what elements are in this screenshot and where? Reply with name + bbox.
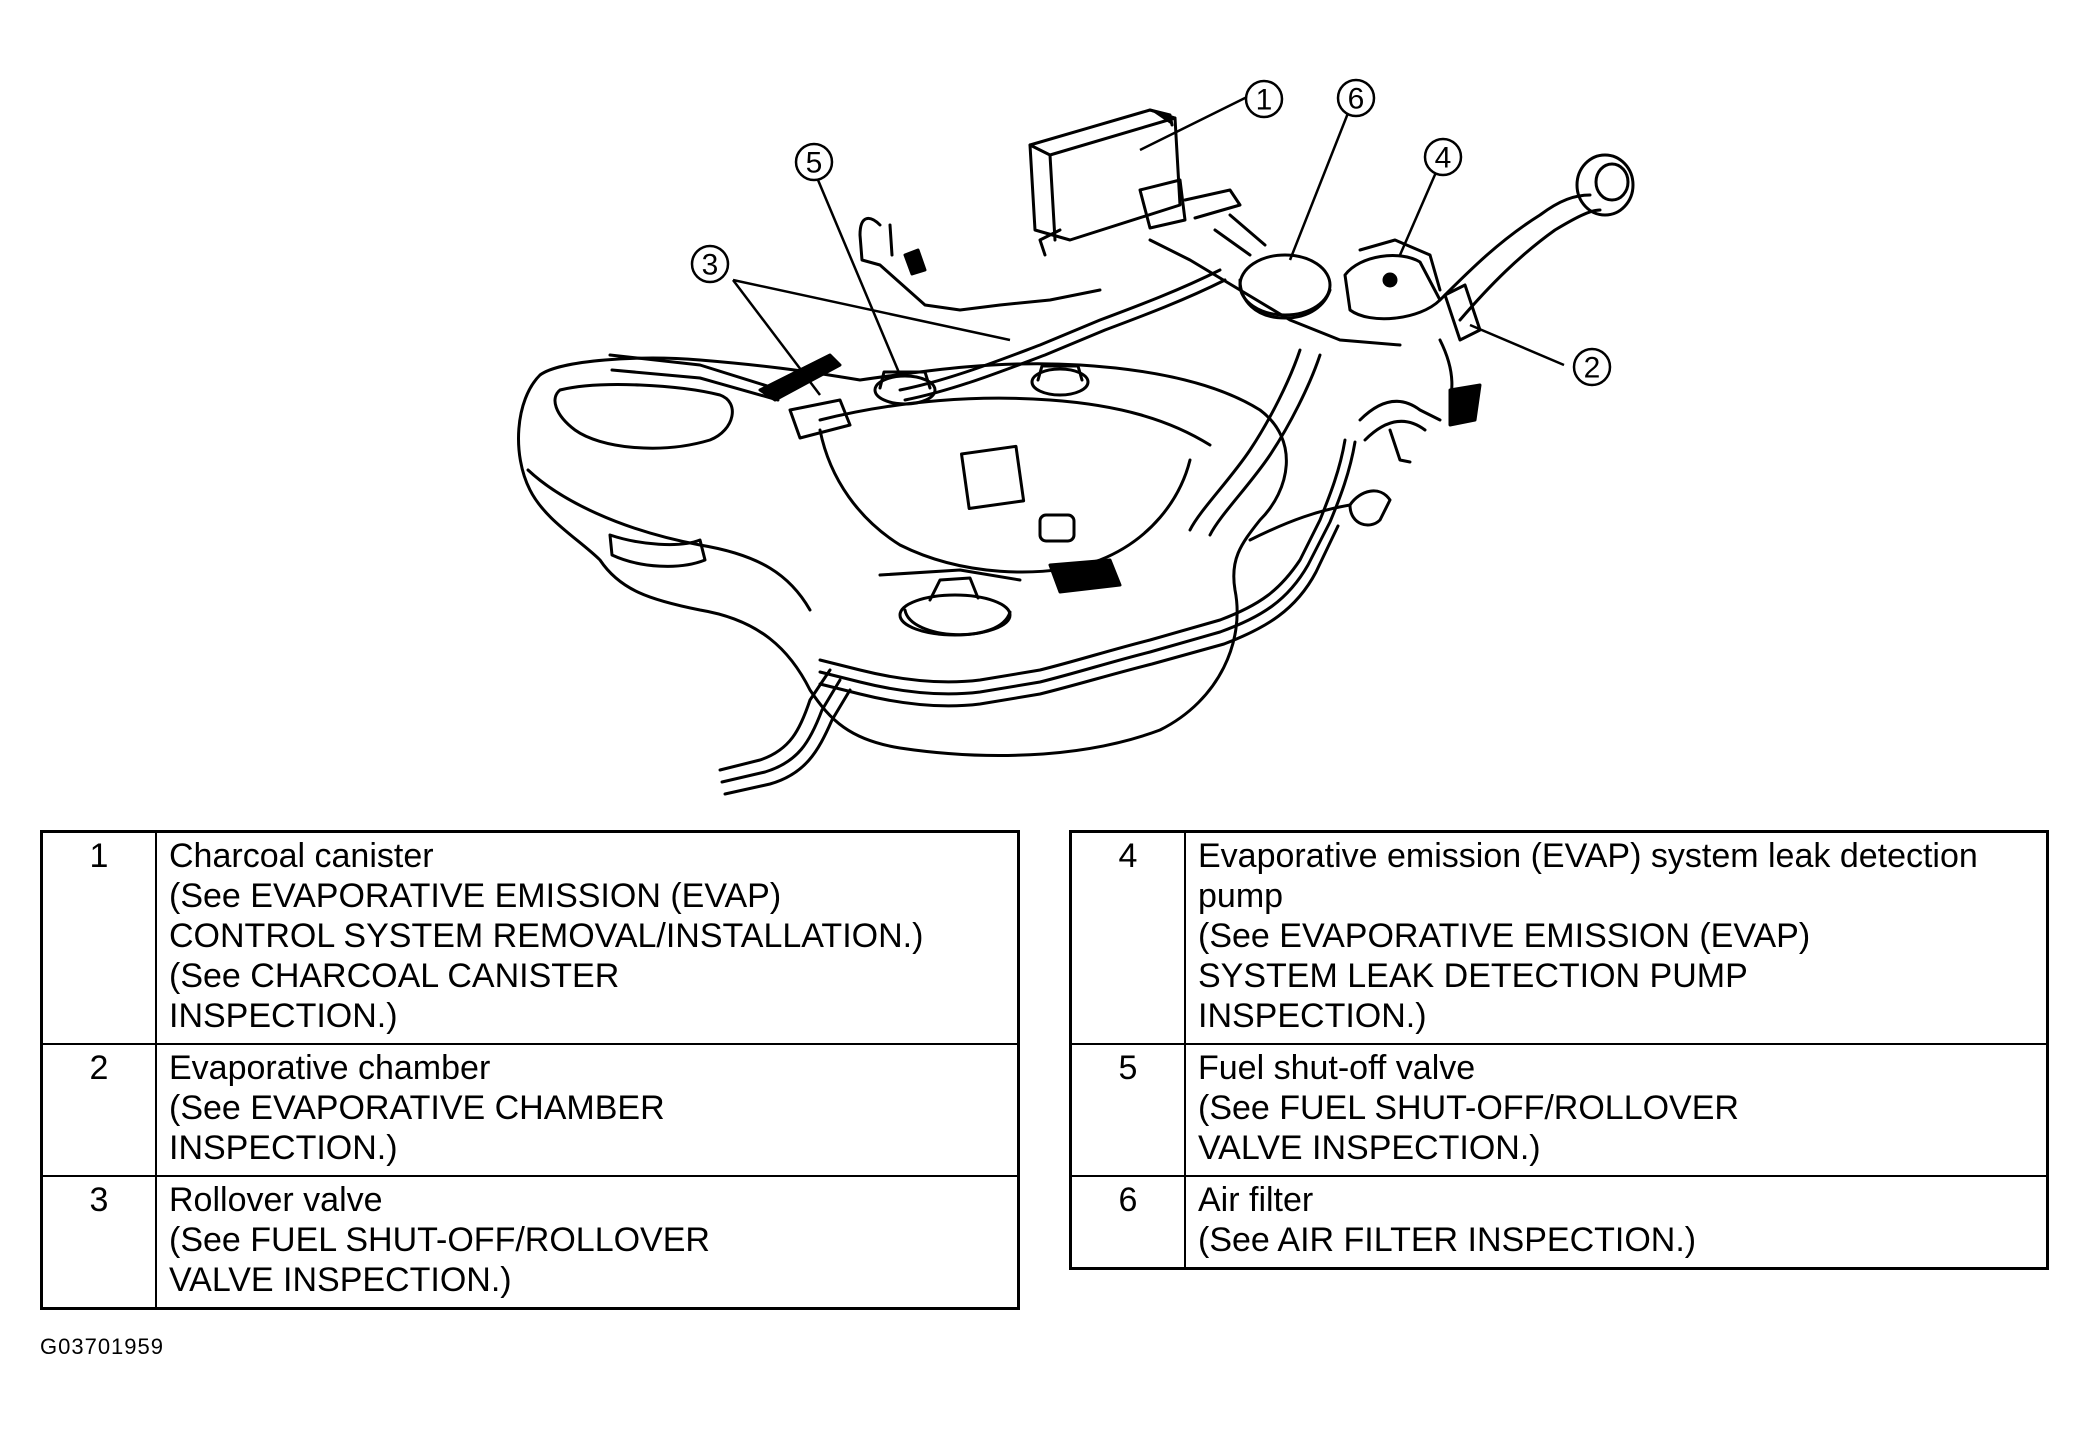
hose-to-filler-lower [1438, 338, 1454, 402]
tank-access-plate [960, 444, 1026, 510]
leader-line-3a [732, 279, 821, 396]
legend-number: 4 [1069, 830, 1186, 1045]
fuel-tank-lower-edge [526, 468, 812, 612]
vent-hose-right [1248, 503, 1352, 542]
legend-desc-line: (See FUEL SHUT-OFF/ROLLOVER [169, 1221, 710, 1259]
filler-cap [1575, 153, 1635, 217]
tank-valve-boss [1030, 367, 1090, 397]
fuel-tank-step [608, 533, 707, 568]
legend-desc-line: (See CHARCOAL CANISTER [169, 957, 620, 995]
legend-number: 3 [40, 1175, 157, 1310]
legend-description: Rollover valve (See FUEL SHUT-OFF/ROLLOV… [155, 1175, 1020, 1310]
legend-description: Evaporative emission (EVAP) system leak … [1184, 830, 2049, 1045]
figure-id-label: G03701959 [40, 1334, 164, 1359]
hose-loop-top-left [858, 217, 1102, 312]
hose-bend-lower [1358, 399, 1442, 422]
callout-circle-2 [1572, 347, 1612, 387]
canister-ports [1138, 178, 1187, 230]
leader-line-4 [1398, 169, 1439, 256]
legend-desc-line: INSPECTION.) [1198, 997, 1427, 1035]
filler-neck [1438, 193, 1592, 302]
callout-circle-6 [1336, 78, 1376, 118]
legend-desc-line: Fuel shut-off valve [1198, 1049, 1476, 1087]
callout-label-6: 6 [1348, 83, 1365, 116]
legend-desc-line: Rollover valve [169, 1181, 383, 1219]
fuel-line-bundle [818, 438, 1347, 684]
legend-table-left: 1 Charcoal canister (See EVAPORATIVE EMI… [40, 830, 1020, 1310]
fuel-tank-outline [517, 356, 1288, 757]
canister-to-pump-line [1148, 238, 1402, 347]
legend-desc-line: Evaporative emission (EVAP) system leak … [1198, 837, 1978, 875]
legend-desc-line: (See EVAPORATIVE EMISSION (EVAP) [169, 877, 782, 915]
callout-circle-1 [1244, 79, 1284, 119]
vent-line-left [608, 353, 782, 392]
legend-number: 6 [1069, 1175, 1186, 1270]
legend-description: Fuel shut-off valve (See FUEL SHUT-OFF/R… [1184, 1043, 2049, 1177]
callout-label-1: 1 [1256, 84, 1273, 117]
rollover-valve-bracket [758, 353, 842, 402]
legend-description: Evaporative chamber (See EVAPORATIVE CHA… [155, 1043, 1020, 1177]
legend-row: 3 Rollover valve (See FUEL SHUT-OFF/ROLL… [40, 1175, 1020, 1310]
legend-description: Air filter (See AIR FILTER INSPECTION.) [1184, 1175, 2049, 1270]
leader-line-5 [816, 179, 902, 376]
rollover-valve [788, 398, 852, 440]
legend-desc-line: VALVE INSPECTION.) [1198, 1129, 1541, 1167]
callout-circle-3 [690, 244, 730, 284]
legend-row: 5 Fuel shut-off valve (See FUEL SHUT-OFF… [1069, 1043, 2049, 1177]
air-filter [1238, 253, 1332, 317]
legend-desc-line: VALVE INSPECTION.) [169, 1261, 512, 1299]
callout-circle-4 [1423, 137, 1463, 177]
vapor-line-top [898, 268, 1222, 392]
legend-desc-line: INSPECTION.) [169, 997, 398, 1035]
legend-number: 5 [1069, 1043, 1186, 1177]
leader-line-1 [1139, 95, 1248, 152]
tank-access-plate [1038, 513, 1076, 543]
callout-label-2: 2 [1584, 352, 1601, 385]
legend-desc-line: (See EVAPORATIVE CHAMBER [169, 1089, 665, 1127]
fuel-tank-center-hump [818, 428, 1192, 574]
legend-number: 1 [40, 830, 157, 1045]
legend-row: 4 Evaporative emission (EVAP) system lea… [1069, 830, 2049, 1045]
legend-desc-line: Air filter [1198, 1181, 1314, 1219]
fuel-tank-left-pocket [553, 383, 734, 450]
callout-label-4: 4 [1435, 142, 1452, 175]
leader-line-6 [1288, 107, 1352, 261]
hose-to-tank [1188, 348, 1302, 532]
legend-desc-line: CONTROL SYSTEM REMOVAL/INSTALLATION.) [169, 917, 924, 955]
legend-row: 2 Evaporative chamber (See EVAPORATIVE C… [40, 1043, 1020, 1177]
legend-row: 1 Charcoal canister (See EVAPORATIVE EMI… [40, 830, 1020, 1045]
fuel-shutoff-valve [873, 374, 937, 406]
legend-desc-line: (See AIR FILTER INSPECTION.) [1198, 1221, 1697, 1259]
legend-desc-line: (See FUEL SHUT-OFF/ROLLOVER [1198, 1089, 1739, 1127]
legend-row: 6 Air filter (See AIR FILTER INSPECTION.… [1069, 1175, 2049, 1270]
legend-desc-line: SYSTEM LEAK DETECTION PUMP [1198, 957, 1748, 995]
clamp [903, 248, 927, 276]
legend-desc-line: pump [1198, 877, 1284, 915]
fuel-tank-top-ridge [818, 396, 1212, 447]
tank-strap [878, 568, 1022, 582]
bracket-right [1388, 428, 1412, 464]
legend-desc-line: Charcoal canister [169, 837, 434, 875]
evaporative-chamber [1443, 283, 1482, 342]
legend-desc-line: INSPECTION.) [169, 1129, 398, 1167]
tank-label-patch [1048, 558, 1122, 594]
fuel-evap-system-diagram: 1 6 4 2 3 5 [517, 78, 1635, 796]
fuel-pump-top [928, 576, 980, 602]
callout-label-3: 3 [702, 249, 719, 282]
legend-desc-line: (See EVAPORATIVE EMISSION (EVAP) [1198, 917, 1811, 955]
fuel-line-left-run [718, 668, 832, 772]
callout-circle-5 [794, 142, 834, 182]
leak-detection-pump [1343, 254, 1442, 321]
legend-table-right: 4 Evaporative emission (EVAP) system lea… [1069, 830, 2049, 1270]
callout-label-5: 5 [806, 147, 823, 180]
legend-desc-line: Evaporative chamber [169, 1049, 491, 1087]
leader-line-2 [1469, 323, 1565, 367]
fuel-pump-flange [903, 608, 1012, 637]
legend-number: 2 [40, 1043, 157, 1177]
legend-description: Charcoal canister (See EVAPORATIVE EMISS… [155, 830, 1020, 1045]
